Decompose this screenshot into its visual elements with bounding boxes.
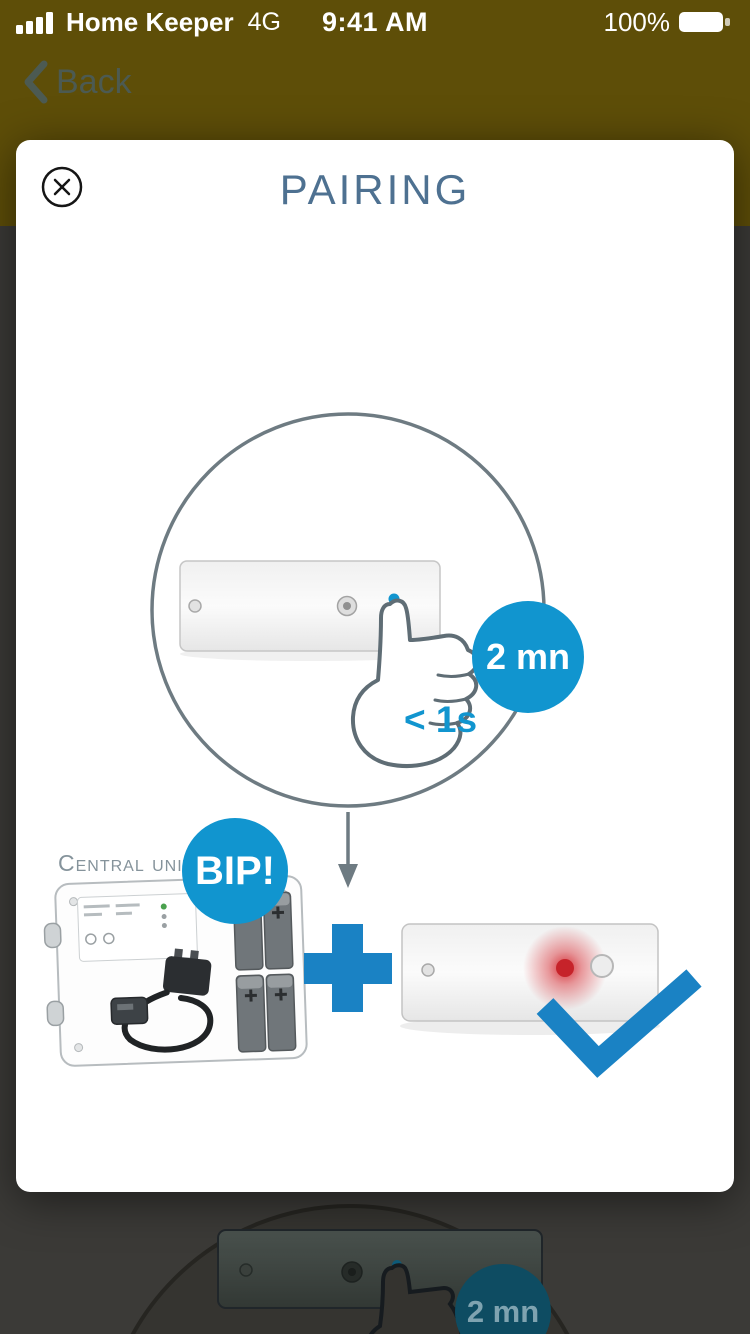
paired-device (400, 923, 660, 1035)
carrier-label: Home Keeper (66, 6, 234, 37)
modal-title: PAIRING (279, 166, 471, 213)
back-button[interactable]: Back (16, 58, 138, 106)
checkmark-icon (536, 969, 702, 1078)
signal-bars-icon (16, 12, 53, 34)
plus-icon (304, 924, 392, 1012)
clock: 9:41 AM (321, 6, 429, 37)
finger-press-icon (350, 598, 480, 769)
timer-badge: 2 mn (472, 601, 584, 713)
connector-box (110, 996, 149, 1025)
detector-device (179, 560, 441, 661)
pairing-illustration: < 1s (43, 412, 702, 1078)
arrow-down-icon (338, 812, 358, 888)
status-bar-right: 100% (604, 7, 735, 38)
pairing-modal: PAIRING (16, 140, 734, 1192)
status-bar-left: Home Keeper 4G (16, 7, 281, 38)
dimmed-timer-badge: 2 mn (455, 1264, 551, 1334)
battery-percent: 100% (603, 6, 671, 37)
central-unit-label: Central unit (58, 850, 194, 876)
circle-x-icon (41, 166, 83, 208)
power-adapter (163, 948, 212, 996)
network-label: 4G (247, 7, 281, 36)
chevron-left-icon (24, 60, 48, 104)
status-bar: Home Keeper 4G 9:41 AM 100% (0, 0, 750, 44)
dimmed-next-card (0, 1192, 750, 1334)
back-label: Back (56, 62, 132, 101)
bip-badge: BIP! (182, 818, 288, 924)
battery-full-icon (679, 12, 730, 32)
press-duration-label: < 1s (404, 699, 477, 740)
close-button[interactable] (40, 165, 84, 209)
